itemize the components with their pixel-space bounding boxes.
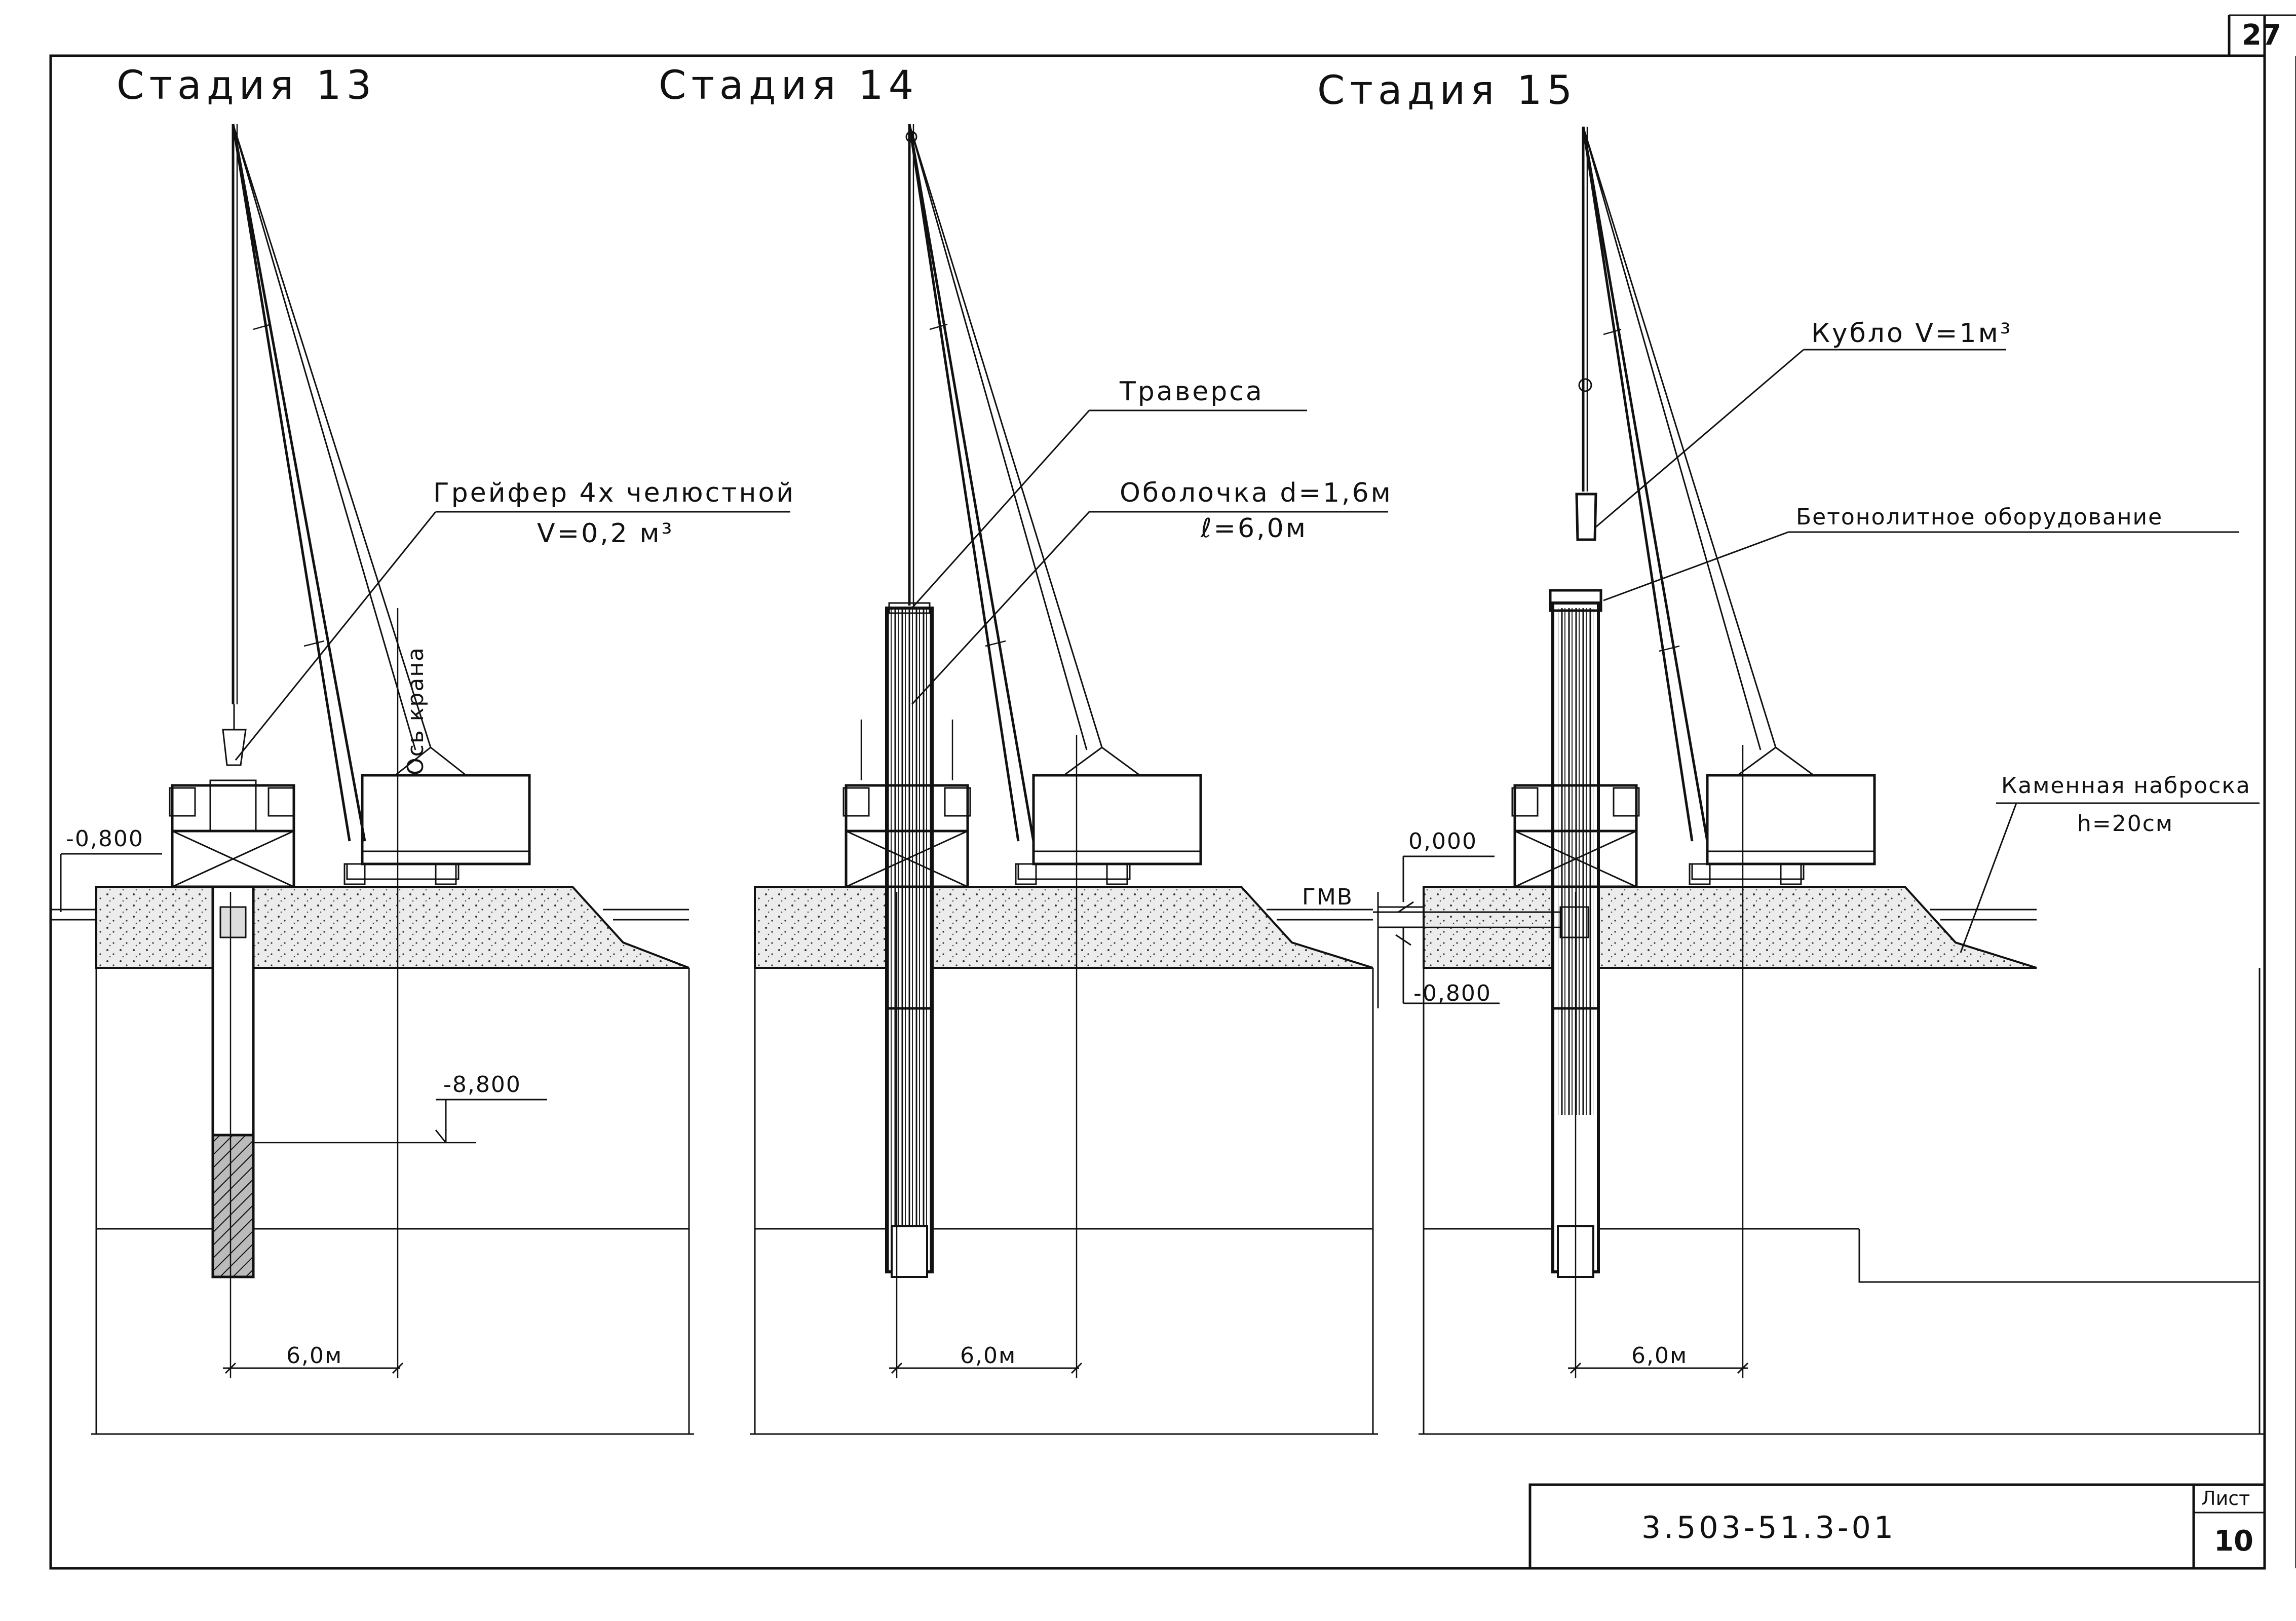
- dimension-6m-stage14: [889, 735, 1083, 1378]
- shell-stage14: [885, 602, 934, 1278]
- crane-stage-13: [222, 124, 531, 885]
- dimension-label-stage15: 6,0м: [1631, 1343, 1688, 1369]
- crane-axis-label: Ось крана: [403, 647, 429, 775]
- grab-label-line2: V=0,2 м³: [537, 518, 674, 549]
- level-mark-8800: [253, 1099, 547, 1144]
- stage-14-title: Стадия 14: [659, 63, 919, 108]
- level-mark-left: [60, 853, 162, 912]
- shell-label-line2: ℓ=6,0м: [1200, 513, 1308, 544]
- water-surface: [51, 909, 689, 921]
- rock-fill-label-line1: Каменная наброска: [2001, 773, 2251, 799]
- sheet-label: Лист: [2201, 1487, 2250, 1510]
- guide-frame: [843, 720, 971, 888]
- title-block: [1528, 1483, 2266, 1570]
- shell-label-line1: Оболочка d=1,6м: [1120, 478, 1393, 508]
- shell-leader: [911, 511, 1388, 705]
- embankment: [95, 886, 690, 969]
- gmv-marks: [1373, 855, 1560, 1008]
- embankment: [754, 886, 1373, 969]
- concrete-equipment-leader: [1603, 531, 2239, 601]
- gmv-label: ГМВ: [1302, 884, 1353, 910]
- grab-bucket: [222, 729, 247, 766]
- stage-15: Стадия 15: [1302, 68, 2265, 1435]
- drawing-code: 3.503-51.3-01: [1641, 1510, 1896, 1545]
- concrete-equipment-label: Бетонолитное оборудование: [1796, 504, 2163, 530]
- level-minus-0800-mid: -0,800: [1413, 981, 1491, 1006]
- stage-13: Стадия 13: [51, 63, 795, 1435]
- shell-stage15: [1549, 589, 1602, 1278]
- shell-in-ground: [211, 885, 255, 1278]
- stage-13-title: Стадия 13: [117, 63, 376, 108]
- dimension-label-stage14: 6,0м: [960, 1343, 1016, 1369]
- sheet-number: 10: [2214, 1525, 2253, 1558]
- rock-fill-label-line2: h=20см: [2077, 811, 2173, 837]
- traverse-label: Траверса: [1119, 376, 1264, 407]
- grab-label-line1: Грейфер 4х челюстной: [433, 478, 795, 508]
- grab-leader: [235, 511, 790, 761]
- guide-frame: [169, 779, 295, 888]
- water-surface: [1267, 909, 1373, 921]
- dimension-label-stage13: 6,0м: [286, 1343, 342, 1369]
- sheet-corner-number: 27: [2242, 19, 2281, 52]
- level-0000: 0,000: [1408, 828, 1477, 854]
- stage-15-title: Стадия 15: [1317, 68, 1577, 114]
- dimension-6m-stage13: [223, 608, 404, 1378]
- crane-stage-14: [905, 124, 1202, 885]
- bucket-label: Кубло V=1м³: [1811, 318, 2013, 349]
- stage-14: Стадия 14: [659, 63, 1393, 1435]
- dimension-6m-stage15: [1568, 745, 1749, 1378]
- bucket-leader: [1595, 349, 2006, 528]
- sheet-frame: [49, 14, 2296, 1570]
- concrete-bucket: [1575, 493, 1597, 541]
- soil-section: [750, 968, 1378, 1435]
- traverse-leader: [911, 409, 1307, 609]
- level-minus-0800-left: -0,800: [66, 826, 144, 852]
- crane-stage-15: [1575, 126, 1876, 885]
- soil-section: [1419, 968, 2265, 1435]
- guide-frame: [1511, 784, 1640, 888]
- rock-fill-leader: [1960, 802, 2260, 953]
- level-minus-8800: -8,800: [443, 1072, 521, 1098]
- soil-section: [91, 968, 694, 1435]
